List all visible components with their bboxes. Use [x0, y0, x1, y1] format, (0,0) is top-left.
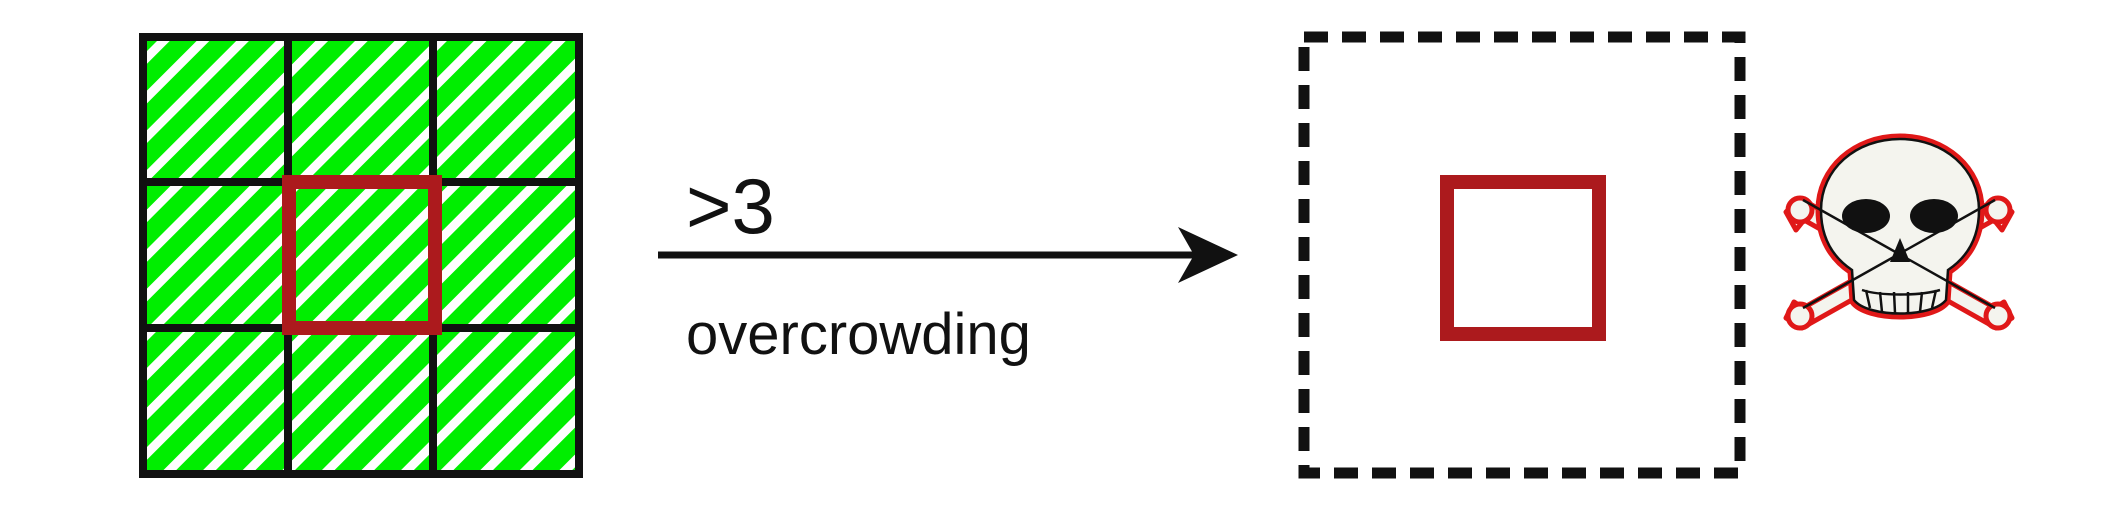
center-cell-outline — [282, 175, 442, 335]
rule-name-label: overcrowding — [686, 302, 1031, 367]
neighborhood-after — [1298, 31, 1746, 479]
skull-and-crossbones-icon — [1783, 133, 2015, 331]
live-cells-area — [143, 37, 579, 474]
arrow-head-icon — [1178, 227, 1238, 283]
dead-neighborhood-border — [1298, 31, 1746, 479]
neighbor-count-condition: >3 — [686, 162, 775, 250]
transition-arrow — [658, 227, 1238, 283]
dead-center-cell — [1440, 175, 1606, 341]
grid-lines — [139, 33, 583, 478]
neighborhood-before — [139, 33, 583, 478]
